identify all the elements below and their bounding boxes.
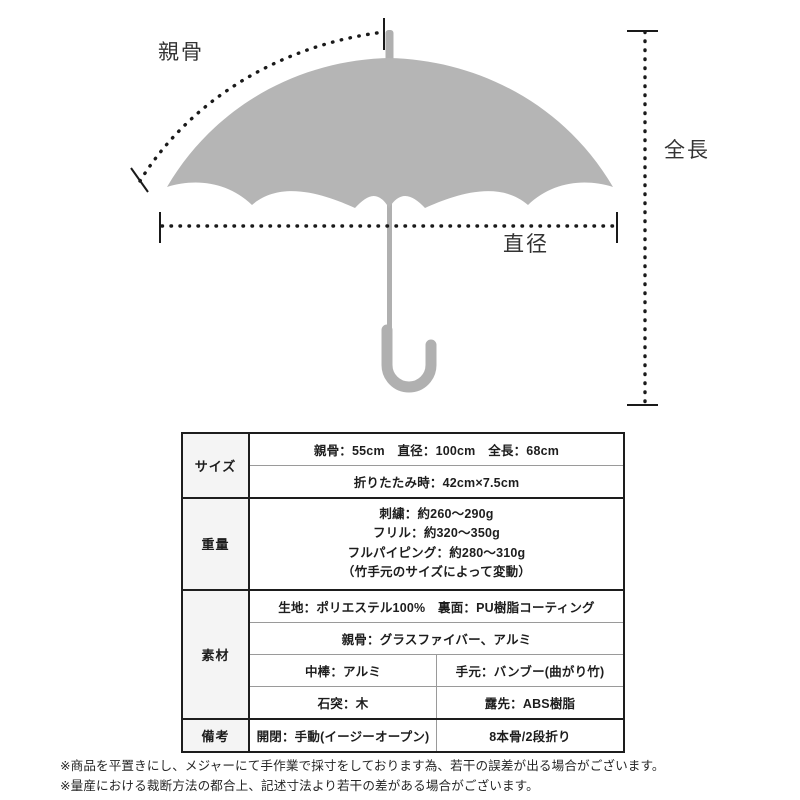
cell-material-ribs: 親骨：グラスファイバー、アルミ bbox=[248, 621, 625, 655]
umbrella-handle-hook bbox=[381, 324, 437, 393]
umbrella-svg bbox=[130, 18, 658, 406]
footnotes: ※商品を平置きにし、メジャーにて手作業で採寸をしております為、若干の誤差が出る場… bbox=[60, 757, 760, 796]
row-header-weight: 重量 bbox=[181, 497, 250, 591]
row-header-material: 素材 bbox=[181, 588, 250, 719]
weight-line-note: （竹手元のサイズによって変動） bbox=[341, 565, 532, 580]
weight-line-full-piping: フルパイピング：約280〜310g bbox=[347, 545, 526, 560]
table-row: 素材 生地：ポリエステル100% 裏面：PU樹脂コーティング bbox=[181, 588, 625, 719]
cell-material-ferrule: 石突：木 bbox=[248, 685, 437, 720]
footnote-cutting-tolerance: ※量産における裁断方法の都合上、記述寸法より若干の差がある場合がございます。 bbox=[60, 778, 539, 793]
rib-dimension-arc bbox=[138, 30, 386, 183]
diameter-dimension-label: 直径 bbox=[503, 233, 549, 256]
umbrella-canopy bbox=[167, 58, 613, 208]
specification-table: サイズ 親骨：55cm 直径：100cm 全長：68cm 折りたたみ時：42cm… bbox=[181, 432, 625, 753]
cell-remarks-ribs: 8本骨/2段折り bbox=[436, 717, 625, 753]
rib-dimension-tick-left bbox=[130, 167, 149, 193]
cell-remarks-open: 開閉：手動(イージーオープン) bbox=[248, 717, 437, 753]
table-row: 備考 開閉：手動(イージーオープン) 8本骨/2段折り bbox=[181, 717, 625, 753]
cell-size-measurements: 親骨：55cm 直径：100cm 全長：68cm bbox=[248, 432, 625, 466]
umbrella-shaft bbox=[387, 60, 392, 360]
table-row: 石突：木 露先：ABS樹脂 bbox=[182, 685, 625, 720]
row-header-size: サイズ bbox=[181, 432, 250, 499]
cell-material-tip: 露先：ABS樹脂 bbox=[436, 685, 625, 720]
footnote-measurement-tolerance: ※商品を平置きにし、メジャーにて手作業で採寸をしております為、若干の誤差が出る場… bbox=[60, 759, 665, 773]
table-row: 中棒：アルミ 手元：バンブー(曲がり竹) bbox=[182, 653, 625, 687]
umbrella-dimension-diagram: 親骨 直径 全長 bbox=[130, 18, 710, 406]
row-header-remarks: 備考 bbox=[181, 717, 250, 753]
cell-material-fabric: 生地：ポリエステル100% 裏面：PU樹脂コーティング bbox=[248, 588, 625, 623]
cell-material-handle: 手元：バンブー(曲がり竹) bbox=[436, 653, 625, 687]
cell-size-folded: 折りたたみ時：42cm×7.5cm bbox=[248, 465, 625, 499]
weight-line-embroidery: 刺繍：約260〜290g bbox=[379, 507, 494, 521]
weight-line-frill: フリル：約320〜350g bbox=[373, 526, 500, 541]
table-row: 重量 刺繍：約260〜290g フリル：約320〜350g フルパイピング：約2… bbox=[181, 497, 625, 591]
table-row: サイズ 親骨：55cm 直径：100cm 全長：68cm bbox=[181, 432, 625, 499]
table-row: 折りたたみ時：42cm×7.5cm bbox=[182, 465, 625, 499]
cell-material-shaft: 中棒：アルミ bbox=[248, 653, 437, 687]
rib-dimension-label: 親骨 bbox=[158, 41, 204, 64]
table-row: 親骨：グラスファイバー、アルミ bbox=[182, 621, 625, 655]
total-length-dimension-label: 全長 bbox=[664, 139, 710, 162]
cell-weight-values: 刺繍：約260〜290g フリル：約320〜350g フルパイピング：約280〜… bbox=[248, 497, 625, 591]
